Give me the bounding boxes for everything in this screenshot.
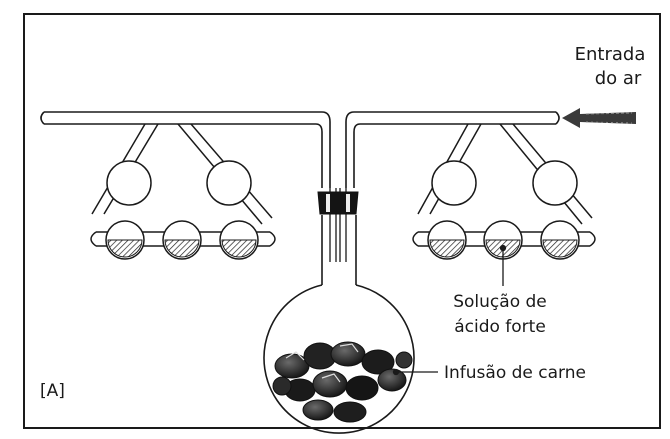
acid-solution-label-line1: Solução de bbox=[453, 292, 547, 312]
acid-solution-label-line2: ácido forte bbox=[454, 317, 546, 337]
leader-lines bbox=[392, 244, 507, 376]
main-tube bbox=[40, 111, 560, 188]
flask-stopper bbox=[317, 191, 359, 215]
meat-infusion-label: Infusão de carne bbox=[444, 363, 586, 383]
left-acid-trap bbox=[90, 123, 276, 260]
panel-id-label: [A] bbox=[40, 381, 65, 401]
air-inlet-label-line2: do ar bbox=[595, 68, 642, 89]
arrow-left-icon bbox=[562, 108, 636, 128]
meat-infusion-pieces bbox=[272, 341, 413, 423]
figure-frame bbox=[23, 13, 661, 429]
air-inlet-label-line1: Entrada bbox=[575, 44, 646, 65]
flask bbox=[263, 215, 415, 434]
right-trap-liquid bbox=[429, 239, 578, 258]
left-trap-liquid bbox=[107, 239, 257, 258]
right-acid-trap bbox=[412, 123, 596, 260]
